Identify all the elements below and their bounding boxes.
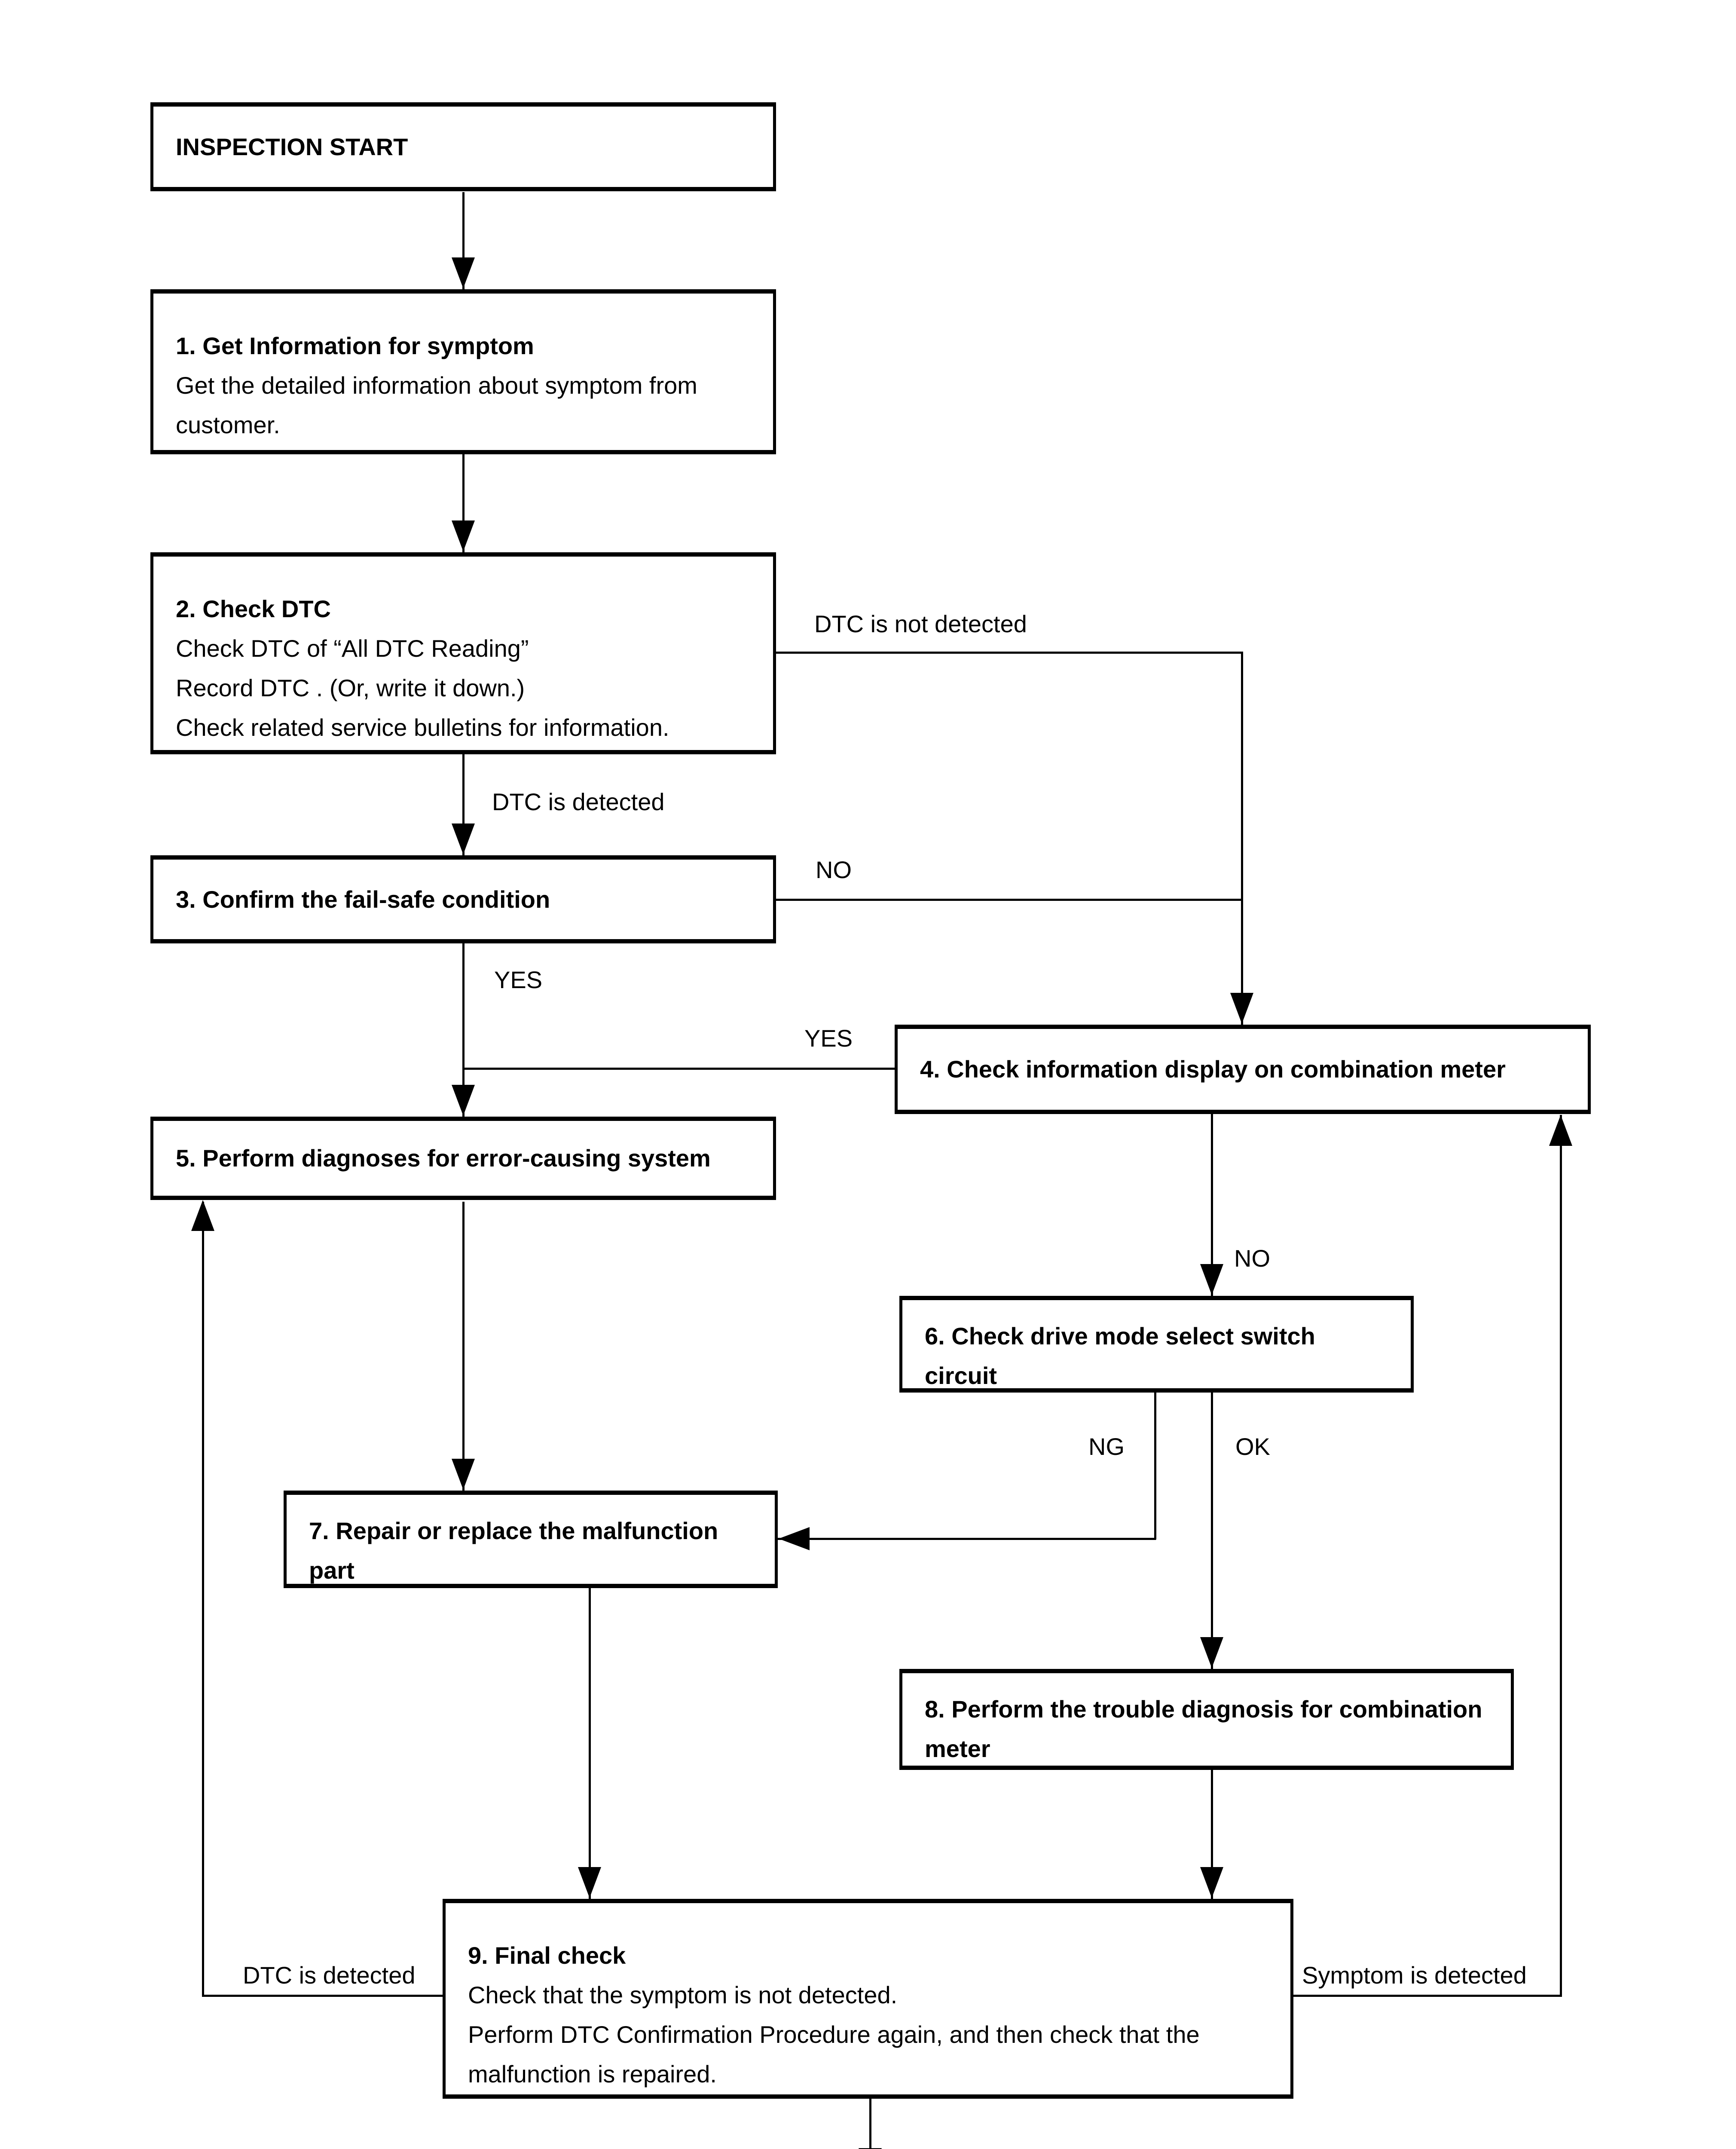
connector-feedback-left-h	[204, 1995, 443, 1997]
arrowhead-into-5-bottom	[191, 1200, 214, 1231]
node-title: 8. Perform the trouble diagnosis for com…	[925, 1696, 1482, 1762]
arrowhead-into-3	[452, 823, 475, 854]
node-body-line: Check DTC of “All DTC Reading”	[176, 635, 529, 662]
connector-no-fail-safe-h	[775, 899, 1242, 901]
node-inspection-start: INSPECTION START	[150, 102, 776, 191]
node-step-7: 7. Repair or replace the malfunction par…	[284, 1491, 778, 1588]
node-body-line: Record DTC . (Or, write it down.)	[176, 674, 525, 701]
edge-label-yes-fail-safe: YES	[494, 966, 543, 993]
arrowhead-into-8	[1200, 1637, 1223, 1668]
node-title: INSPECTION START	[176, 133, 408, 160]
edge-label-ok-switch: OK	[1235, 1433, 1270, 1460]
node-title: 9. Final check	[468, 1942, 626, 1969]
arrowhead-into-7-top	[452, 1459, 475, 1490]
node-title: 5. Perform diagnoses for error-causing s…	[176, 1145, 711, 1172]
node-title: 4. Check information display on combinat…	[920, 1056, 1506, 1083]
connector-3-to-5	[462, 943, 465, 1117]
connector-feedback-right-h	[1293, 1995, 1562, 1997]
edge-label-dtc-detected-feedback: DTC is detected	[243, 1962, 416, 1989]
connector-feedback-right-v	[1560, 1115, 1562, 1997]
connector-dtc-not-det-h	[775, 652, 1243, 654]
arrowhead-into-1	[452, 257, 475, 288]
connector-ok-v	[1211, 1392, 1213, 1670]
connector-9-to-end	[869, 2098, 871, 2149]
node-body-line: malfunction is repaired.	[468, 2060, 717, 2088]
connector-4-to-6	[1211, 1113, 1213, 1297]
connector-yes-to-4-h	[463, 1068, 896, 1070]
connector-ng-v	[1154, 1392, 1156, 1540]
arrowhead-into-end	[859, 2148, 882, 2149]
connector-start-to-1	[462, 192, 465, 289]
edge-label-dtc-not-detected: DTC is not detected	[814, 610, 1027, 637]
arrowhead-into-9-right	[1200, 1867, 1223, 1898]
node-title: 1. Get Information for symptom	[176, 332, 534, 359]
connector-8-to-9	[1211, 1769, 1213, 1900]
edge-label-yes-display: YES	[804, 1025, 853, 1052]
node-step-2: 2. Check DTC Check DTC of “All DTC Readin…	[150, 552, 776, 754]
node-body-line: Check related service bulletins for info…	[176, 714, 669, 741]
connector-feedback-left-v	[202, 1202, 204, 1997]
connector-7-to-9	[589, 1586, 591, 1900]
node-body-line: Check that the symptom is not detected.	[468, 1981, 898, 2008]
node-step-6: 6. Check drive mode select switch circui…	[899, 1296, 1414, 1393]
node-title: 2. Check DTC	[176, 595, 331, 622]
arrowhead-into-2	[452, 520, 475, 551]
arrowhead-into-5-top	[452, 1085, 475, 1116]
node-step-5: 5. Perform diagnoses for error-causing s…	[150, 1117, 776, 1200]
node-step-8: 8. Perform the trouble diagnosis for com…	[899, 1669, 1514, 1770]
arrowhead-into-7-right	[779, 1527, 810, 1550]
node-title: 7. Repair or replace the malfunction par…	[309, 1517, 718, 1584]
edge-label-dtc-detected: DTC is detected	[492, 788, 665, 815]
arrowhead-into-4-bottom	[1549, 1115, 1572, 1146]
edge-label-ng-switch: NG	[1088, 1433, 1125, 1460]
node-step-3: 3. Confirm the fail-safe condition	[150, 855, 776, 943]
edge-label-no-fail-safe: NO	[816, 856, 852, 883]
connector-ng-h	[777, 1538, 1156, 1540]
arrowhead-into-4-top	[1230, 993, 1253, 1024]
connector-1-to-2	[462, 453, 465, 553]
edge-label-symptom-detected-feedback: Symptom is detected	[1302, 1962, 1527, 1989]
arrowhead-into-6	[1200, 1264, 1223, 1295]
arrowhead-into-9-left	[578, 1867, 601, 1898]
edge-label-no-display: NO	[1234, 1245, 1270, 1272]
node-body-line: Perform DTC Confirmation Procedure again…	[468, 2021, 1200, 2048]
node-body-line: customer.	[176, 411, 280, 438]
node-body-line: Get the detailed information about sympt…	[176, 372, 697, 399]
node-step-4: 4. Check information display on combinat…	[895, 1025, 1591, 1114]
connector-2-to-3	[462, 753, 465, 856]
node-title: 3. Confirm the fail-safe condition	[176, 885, 550, 913]
connector-5-to-7	[462, 1202, 465, 1491]
node-title: 6. Check drive mode select switch circui…	[925, 1322, 1315, 1389]
connector-dtc-not-det-v	[1241, 652, 1243, 1026]
